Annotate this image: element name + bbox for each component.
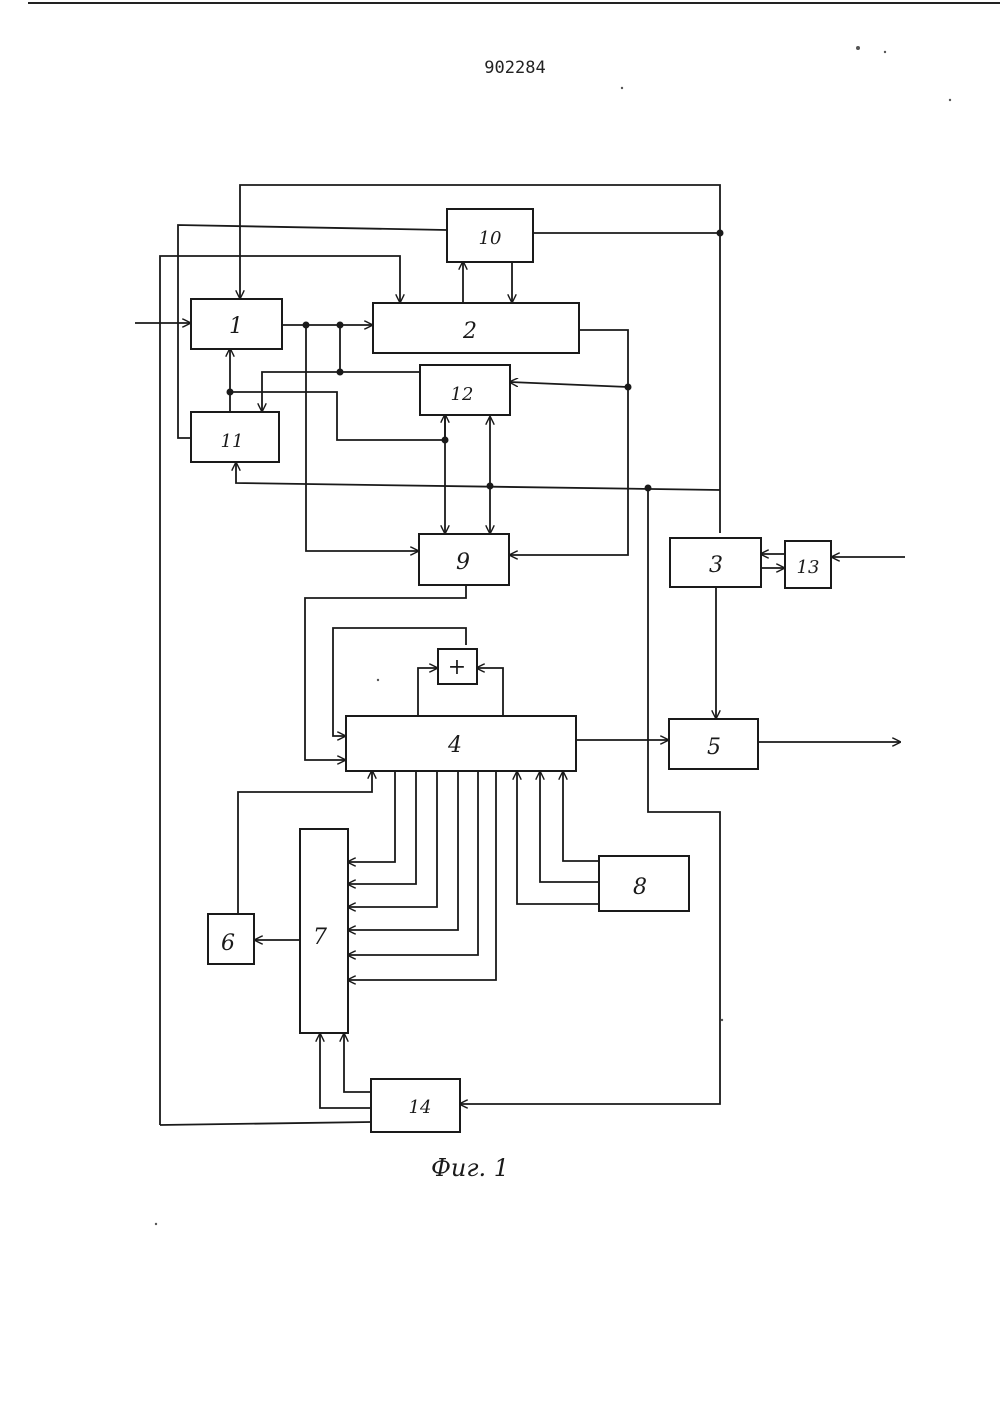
scan-noise [155,46,951,1225]
block-11: 11 [191,412,279,462]
block-9-label: 9 [456,550,470,575]
block-4: 4 [346,716,576,771]
block-3: 3 [670,538,761,587]
adder-block: + [438,649,477,684]
figure-caption: Фиг. 1 [431,1154,509,1182]
block-14-label: 14 [409,1097,432,1118]
block-3-label: 3 [709,553,723,578]
block-12-label: 12 [451,384,474,405]
block-13-label: 13 [797,557,820,578]
block-14: 14 [371,1079,460,1132]
block-7-label: 7 [313,925,327,950]
block-4-label: 4 [447,733,462,758]
block-9: 9 [419,534,509,585]
block-10: 10 [447,209,533,262]
block-5: 5 [669,719,758,769]
junction-dots [227,230,724,492]
block-6-label: 6 [221,931,235,956]
block-10-label: 10 [479,228,502,249]
block-7: 7 [300,829,348,1033]
block-11-label: 11 [221,431,244,452]
block-1: 1 [191,299,282,349]
block-5-label: 5 [707,735,721,760]
adder-label: + [448,655,466,680]
block-2: 2 [373,303,579,353]
block-1-label: 1 [229,314,243,339]
block-13: 13 [785,541,831,588]
block-2-label: 2 [462,319,477,344]
block-6: 6 [208,914,254,964]
block-8-label: 8 [633,875,647,900]
block-8: 8 [599,856,689,911]
block-12: 12 [420,365,510,415]
